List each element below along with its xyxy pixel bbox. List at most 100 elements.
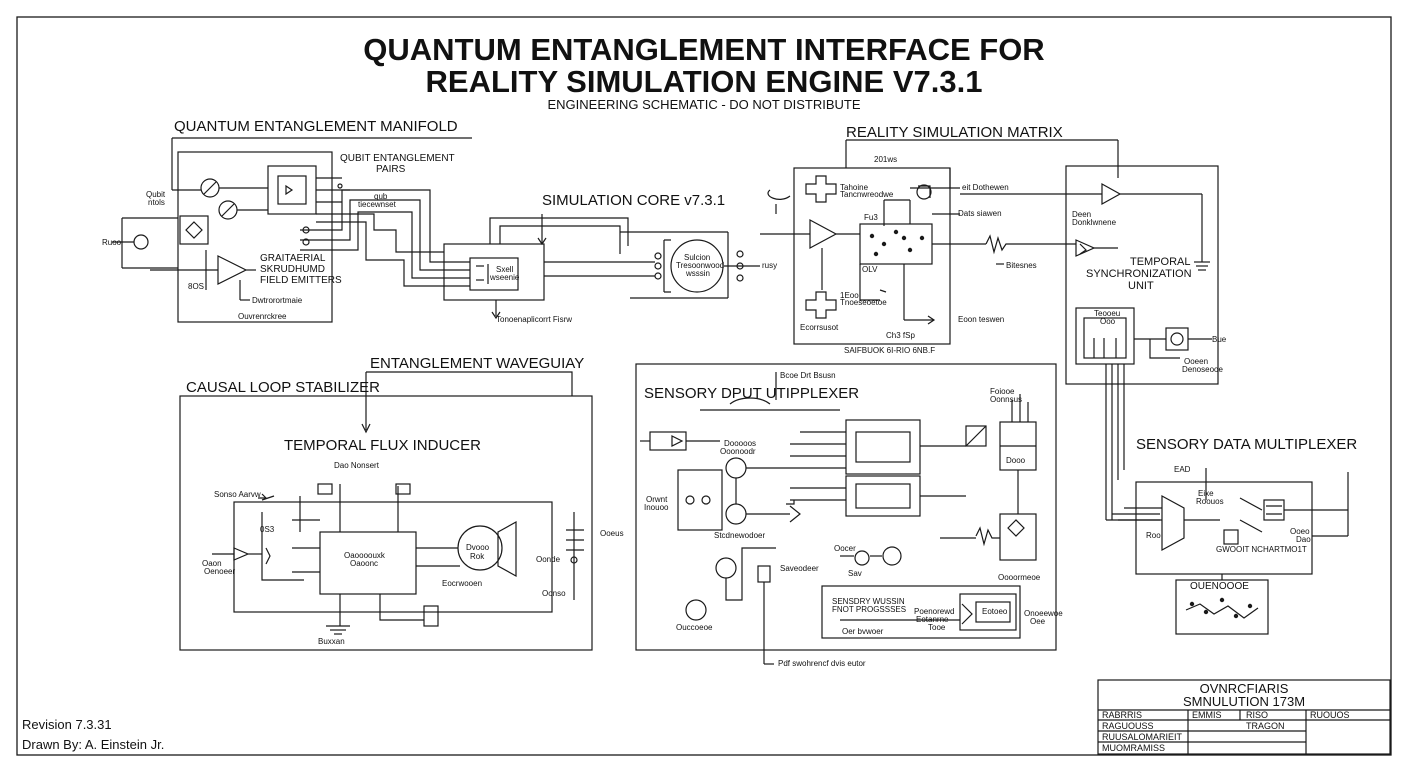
label-si-n: FNOT PROGSSSES: [832, 605, 907, 614]
section-flux-inducer: TEMPORAL FLUX INDUCER: [284, 437, 481, 454]
label-si-e: Saveodeer: [780, 564, 819, 573]
label-sc-box-1: Sxell: [496, 265, 514, 274]
label-si-o: Oer bvwoer: [842, 627, 884, 636]
label-si-d: Stcdnewodoer: [714, 531, 766, 540]
label-ts-e: Bue: [1212, 335, 1227, 344]
label-ts-c: Teooeu: [1094, 309, 1121, 318]
title-block-r4c1: MUOMRAMISS: [1102, 743, 1165, 753]
label-m-h: Ouvrenrckree: [238, 312, 287, 321]
title-block-r1c1: RABRRIS: [1102, 710, 1143, 720]
section-temporal-3: UNIT: [1128, 280, 1154, 292]
label-cl-a: Dao Nonsert: [334, 461, 379, 470]
label-si-g: Inouoo: [644, 503, 669, 512]
label-sc-core-3: wsssin: [686, 269, 711, 278]
sensory-input-multiplexer: [635, 363, 1057, 665]
label-sc-box-2: wseenie: [490, 273, 520, 282]
label-cl-l: Oonde: [536, 555, 561, 564]
section-sensory-input: SENSORY DPUT UTIPPLEXER: [644, 385, 860, 402]
title-block-r3c1: RUUSALOMARIEIT: [1102, 732, 1183, 742]
label-cl-b: Sonso Aarvw: [214, 490, 261, 499]
label-sm-b: Eixe: [1198, 489, 1214, 498]
label-si-s: Eotoeo: [982, 607, 1008, 616]
label-m-g: Dwtrorortmaie: [252, 296, 303, 305]
section-causal-loop: CAUSAL LOOP STABILIZER: [186, 379, 380, 396]
label-ts-a: Deen: [1072, 210, 1092, 219]
label-si-r: Tooe: [928, 623, 946, 632]
section-temporal-1: TEMPORAL: [1130, 256, 1191, 268]
label-si-p: Poenorewd: [914, 607, 955, 616]
label-field-2: SKRUDHUMD: [260, 264, 325, 275]
label-si-v: Pdf swohrencf dvis eutor: [778, 659, 866, 668]
label-rm-a: 201ws: [874, 155, 898, 164]
label-qubit-pairs-1: QUBIT ENTANGLEMENT: [340, 153, 455, 164]
drawn-by-label: Drawn By: A. Einstein Jr.: [22, 737, 165, 752]
label-rm-k: eit Dothewen: [962, 183, 1009, 192]
label-sm-c: Roouos: [1196, 497, 1224, 506]
label-si-b: Dooooos: [724, 439, 757, 448]
label-rm-n: Eoon teswen: [958, 315, 1005, 324]
label-si-u: Oee: [1030, 617, 1046, 626]
title-block-line-1: OVNRCFIARIS: [1199, 681, 1289, 696]
section-reality-matrix: REALITY SIMULATION MATRIX: [846, 124, 1063, 141]
label-si-i: Oonnsus: [990, 395, 1023, 404]
label-si-f: Orwnt: [646, 495, 668, 504]
label-sm-g: GWOOIT NCHARTMO1T: [1216, 545, 1307, 554]
title-block-line-2: SMNULUTION 173M: [1182, 694, 1306, 709]
label-cl-f: Rok: [470, 552, 485, 561]
causal-loop-stabilizer: [179, 371, 593, 651]
label-rm-i: Ch3 fSp: [886, 331, 915, 340]
title-block-r2c1: RAGUOUSS: [1102, 721, 1154, 731]
quantum-entanglement-manifold: [112, 137, 472, 323]
label-sc-c: Tonoenaplicorrt Fisrw: [496, 315, 573, 324]
label-sm-d: Roo: [1146, 531, 1161, 540]
label-sc-core-2: Tresoonwood: [676, 261, 725, 270]
title-line-2: REALITY SIMULATION ENGINE V7.3.1: [425, 64, 983, 99]
label-si-j: Oooormeoe: [998, 573, 1041, 582]
title-block-frame: [1097, 679, 1391, 755]
label-si-m: SENSDRY WUSSIN: [832, 597, 905, 606]
revision-label: Revision 7.3.31: [22, 717, 112, 732]
label-rm-c: Tancnwreodwe: [840, 190, 894, 199]
title-block-r1c4: RUOUOS: [1310, 710, 1350, 720]
label-rm-d: Fu3: [864, 213, 878, 222]
label-si-c: Ooonoodr: [720, 447, 756, 456]
label-si-l: Sav: [848, 569, 862, 578]
label-cl-i: 0S3: [260, 525, 275, 534]
label-cl-n: Ooeus: [600, 529, 624, 538]
label-si-t: Onoeewoe: [1024, 609, 1063, 618]
label-rm-e: OLV: [862, 265, 878, 274]
label-sm-e: Ooeo: [1290, 527, 1310, 536]
label-ts-g: Denoseooe: [1182, 365, 1223, 374]
section-temporal-2: SYNCHRONIZATION: [1086, 268, 1192, 280]
sheet-border: [16, 16, 1392, 756]
label-cl-c: Oaoooouxk: [344, 551, 385, 560]
section-simulation-core: SIMULATION CORE v7.3.1: [542, 192, 726, 209]
title-block-r1c3: RISO: [1246, 710, 1269, 720]
section-manifold: QUANTUM ENTANGLEMENT MANIFOLD: [174, 118, 458, 135]
title-line-1: QUANTUM ENTANGLEMENT INTERFACE FOR: [363, 32, 1045, 67]
label-cl-k: Oenoeer: [204, 567, 236, 576]
label-ts-d: Ooo: [1100, 317, 1116, 326]
title-block-r2c3: TRAGON: [1246, 721, 1285, 731]
label-m-d: 8OS: [188, 282, 205, 291]
label-field-3: FIELD EMITTERS: [260, 275, 342, 286]
temporal-synchronization-unit: [960, 165, 1219, 521]
label-cl-e: Dvooo: [466, 543, 490, 552]
title-block-r1c2: EMMIS: [1192, 710, 1222, 720]
subtitle: ENGINEERING SCHEMATIC - DO NOT DISTRIBUT…: [547, 97, 861, 112]
label-cl-g: Eocrwooen: [442, 579, 483, 588]
label-ts-b: Donklwnene: [1072, 218, 1117, 227]
label-si-a: Bcoe Drt Bsusn: [780, 371, 836, 380]
label-rm-b: Tahoine: [840, 183, 869, 192]
label-rm-h: Ecorrsusot: [800, 323, 839, 332]
section-sensory-mux: SENSORY DATA MULTIPLEXER: [1136, 436, 1358, 453]
label-m-c: Ruoo: [102, 238, 122, 247]
label-sm-h: OUENOOOE: [1190, 581, 1249, 592]
label-m-a: Qubit: [146, 190, 166, 199]
label-ts-f: Ooeen: [1184, 357, 1209, 366]
sensory-data-multiplexer: [1118, 468, 1349, 635]
section-waveguide: ENTANGLEMENT WAVEGUIAY: [370, 355, 585, 372]
label-rm-g: Tnoeseoetoe: [840, 298, 887, 307]
reality-simulation-matrix: [760, 139, 1119, 345]
